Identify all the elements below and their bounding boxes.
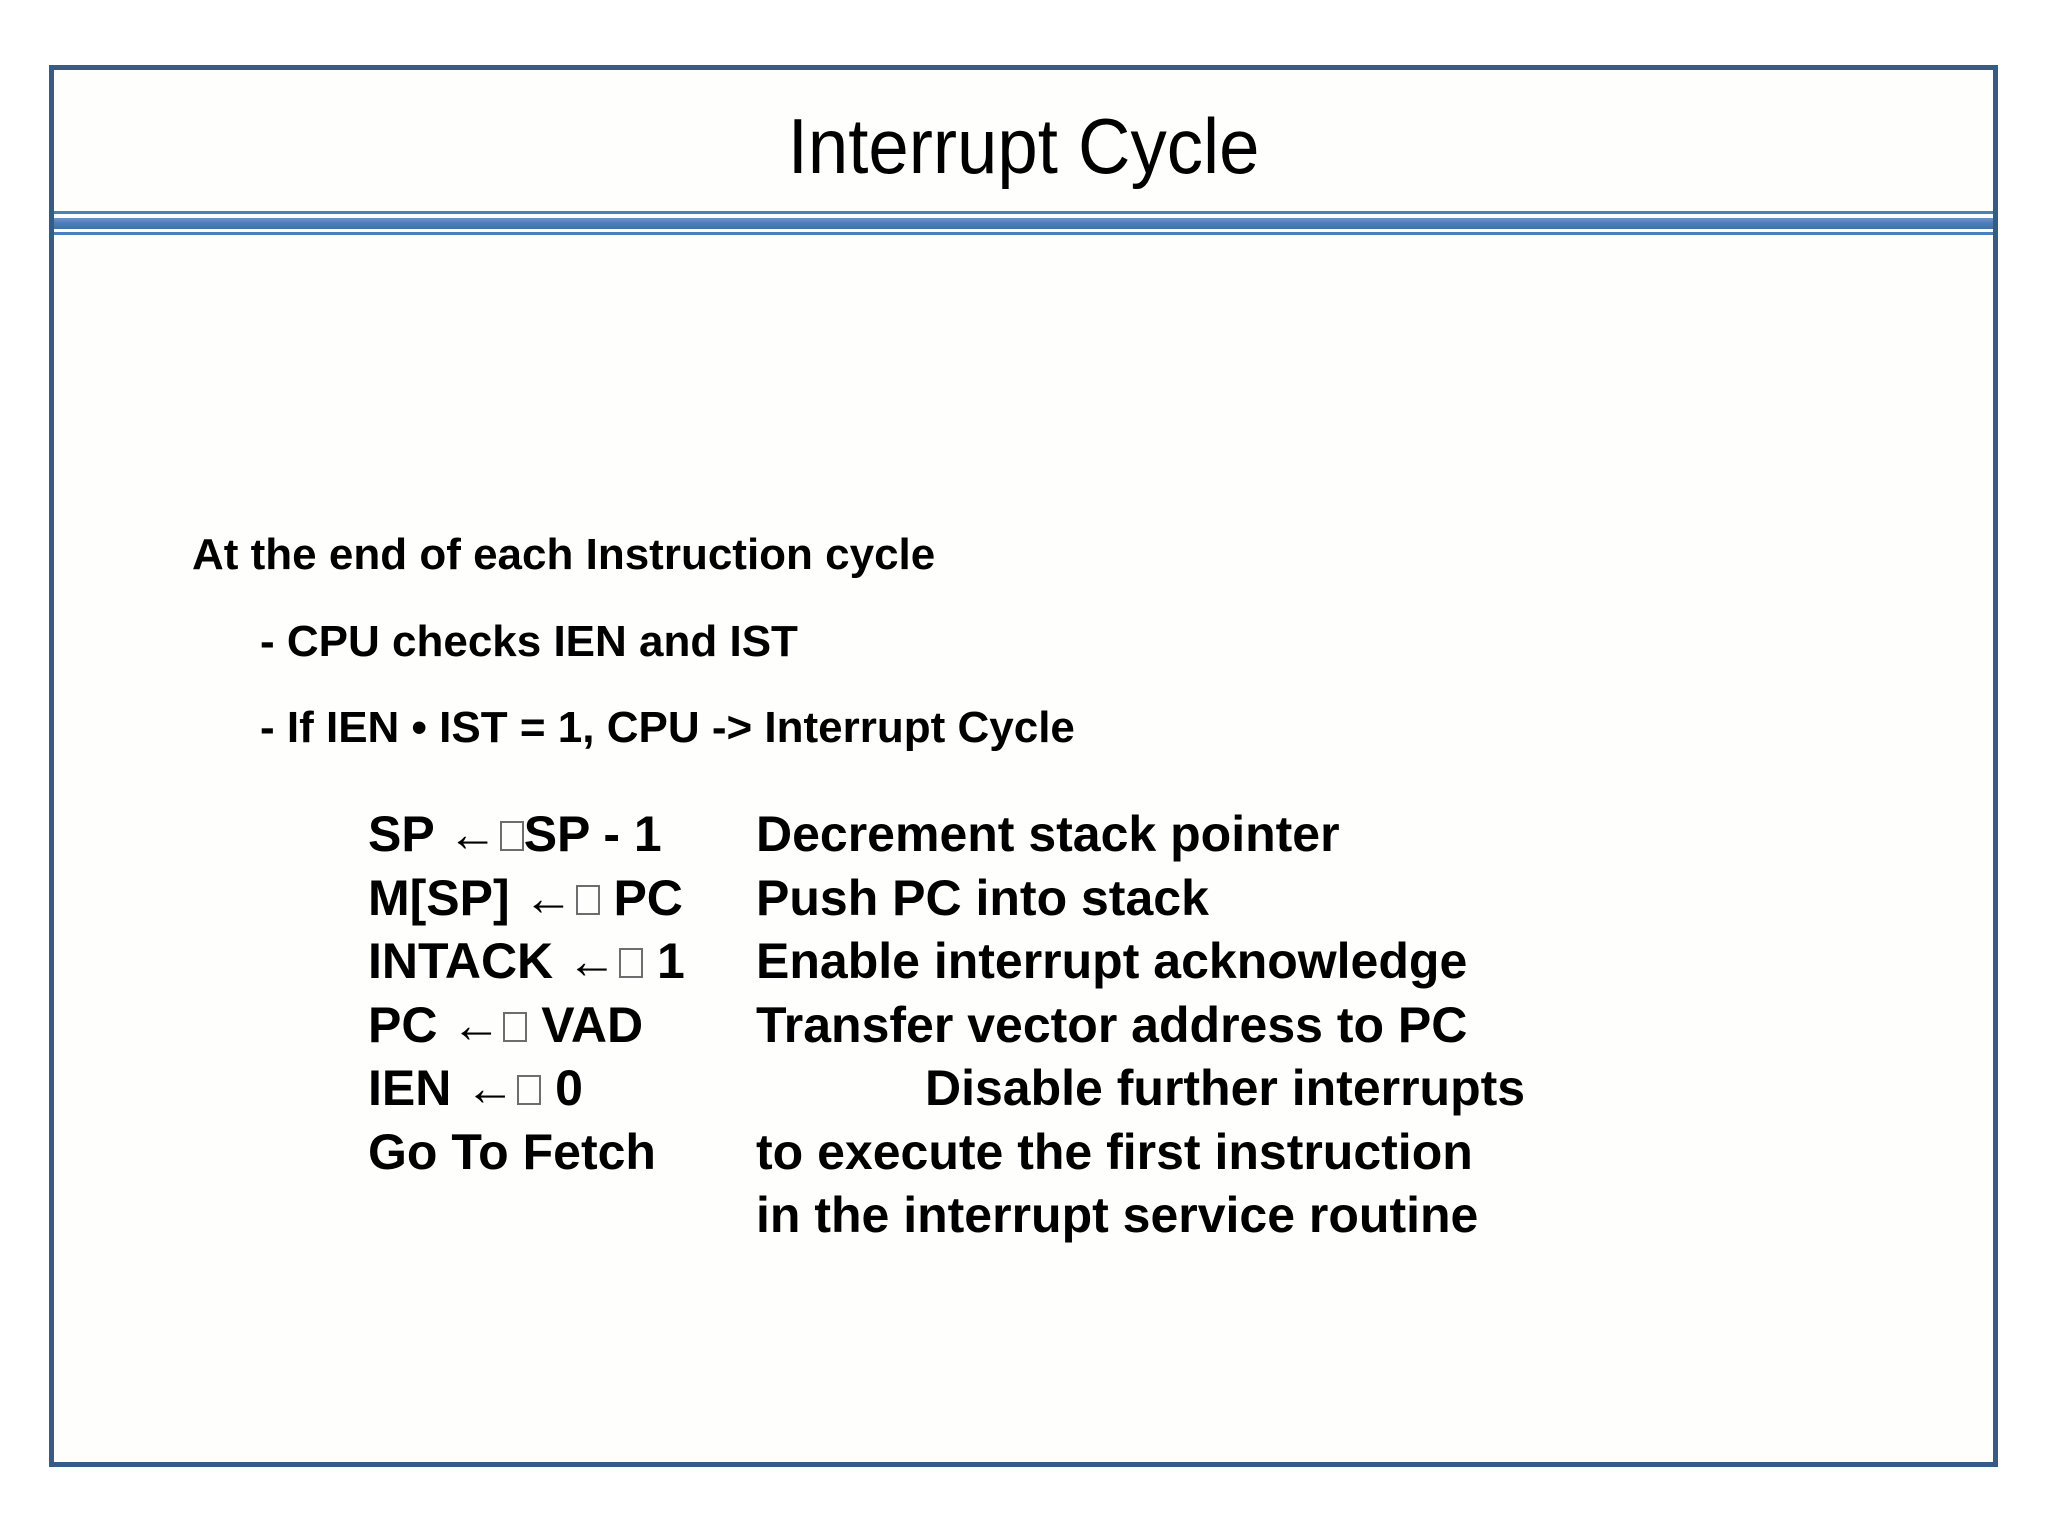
transfer-row: IEN ← 0 Disable further interrupts — [368, 1057, 1525, 1121]
transfer-label-pre: SP ← — [368, 806, 498, 862]
transfer-desc: Push PC into stack — [756, 869, 1209, 926]
transfer-label — [368, 1184, 756, 1248]
transfer-row: INTACK ← 1 Enable interrupt acknowledge — [368, 930, 1525, 994]
divider-thin-line-top — [54, 211, 1993, 214]
missing-glyph-box — [503, 1011, 528, 1042]
missing-glyph-box — [517, 1075, 542, 1105]
transfer-label: Go To Fetch — [368, 1123, 656, 1180]
missing-glyph-box — [499, 821, 524, 851]
transfer-row: M[SP] ← PC Push PC into stack — [368, 867, 1525, 931]
intro-line: At the end of each Instruction cycle — [192, 530, 936, 579]
transfer-desc: Decrement stack pointer — [756, 806, 1340, 862]
page-title: Interrupt Cycle — [787, 101, 1260, 190]
transfer-label-post: PC — [599, 869, 683, 926]
transfer-desc: to execute the first instruction — [756, 1123, 1473, 1180]
slide-body: At the end of each Instruction cycle - C… — [54, 236, 1993, 1462]
transfer-label-pre: M[SP] ← — [368, 869, 574, 926]
transfer-label-post: 1 — [643, 933, 685, 989]
title-divider — [54, 211, 1993, 236]
transfer-desc: Disable further interrupts — [925, 1060, 1526, 1116]
transfer-label: SP ← SP - 1 — [368, 803, 756, 867]
transfer-label: PC ← VAD — [368, 994, 756, 1058]
transfer-label-pre: INTACK ← — [368, 933, 618, 989]
transfer-desc: in the interrupt service routine — [756, 1187, 1479, 1243]
transfer-desc: Transfer vector address to PC — [756, 996, 1468, 1053]
transfer-label: IEN ← 0 — [368, 1057, 756, 1121]
transfer-row: PC ← VAD Transfer vector address to PC — [368, 994, 1525, 1058]
transfer-label-post: 0 — [541, 1060, 583, 1116]
missing-glyph-box — [619, 948, 644, 978]
bullet-line-2: - If IEN • IST = 1, CPU -> Interrupt Cyc… — [260, 703, 1075, 752]
transfer-label-post: VAD — [527, 996, 644, 1053]
transfer-label-pre: IEN ← — [368, 1060, 516, 1116]
missing-glyph-box — [575, 884, 600, 915]
bullet-line-1: - CPU checks IEN and IST — [260, 617, 798, 666]
slide-frame: Interrupt Cycle At the end of each Instr… — [49, 65, 1998, 1467]
transfer-label: INTACK ← 1 — [368, 930, 756, 994]
transfer-row: SP ← SP - 1 Decrement stack pointer — [368, 803, 1525, 867]
divider-thick-band — [54, 218, 1993, 229]
transfer-label: M[SP] ← PC — [368, 867, 756, 931]
divider-thin-line-bottom — [54, 232, 1993, 235]
title-area: Interrupt Cycle — [54, 70, 1993, 211]
transfer-row: in the interrupt service routine — [368, 1184, 1525, 1248]
transfer-block: SP ← SP - 1 Decrement stack pointer M[SP]… — [368, 803, 1525, 1248]
transfer-label-pre: PC ← — [368, 996, 502, 1053]
transfer-row: Go To Fetch to execute the first instruc… — [368, 1121, 1525, 1185]
transfer-label-post: SP - 1 — [523, 806, 662, 862]
transfer-desc: Enable interrupt acknowledge — [756, 933, 1468, 989]
